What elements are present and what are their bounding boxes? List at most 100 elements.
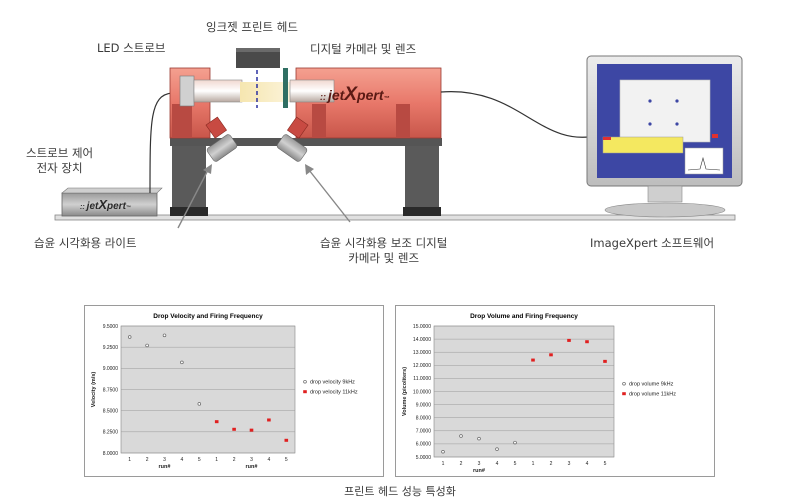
x-tick-label: 5 [198,457,201,463]
y-tick-label: 8.2500 [103,430,119,436]
data-point [145,343,149,348]
logo-prefix: :: [80,204,85,211]
y-tick-label: 7.0000 [416,429,432,435]
chart-drop-velocity: Drop Velocity and Firing Frequency 9.5000… [84,305,384,477]
y-tick-label: 8.7500 [103,387,119,393]
x-tick-label: 2 [550,461,553,467]
label-aux-camera-line2: 카메라 및 렌즈 [348,251,420,265]
jetxpert-logo-box: :: jet X pert ™ [80,197,131,212]
y-tick-label: 9.5000 [103,324,119,330]
y-tick-label: 9.0000 [103,366,119,372]
data-point [249,428,254,432]
logo-part2: X [344,84,358,105]
y-tick-label: 15.0000 [413,324,431,330]
label-strobe-control-line1: 스트로브 제어 [26,146,94,160]
figure-caption: 프린트 헤드 성능 특성화 [344,485,456,498]
y-axis-label: Volume (picoliters) [402,367,408,416]
strobe-cable [149,92,173,194]
legend-label: drop velocity 11kHz [310,390,358,396]
data-point [267,418,271,422]
data-point [284,438,289,442]
legend-label: drop volume 9kHz [629,382,674,388]
x-tick-label: 3 [478,461,481,467]
legend-label: drop volume 11kHz [629,392,676,398]
x-tick-label: 1 [128,457,131,463]
legend-marker [622,392,626,396]
x-axis-label: run# [473,468,485,474]
y-tick-label: 10.0000 [413,389,431,395]
logo-prefix: :: [320,92,326,102]
logo-part1: jet [328,87,345,103]
data-point [585,340,589,344]
x-tick-label: 3 [568,461,571,467]
data-point [459,434,463,438]
jetxpert-logo-camera: :: jet X pert ™ [320,84,389,106]
x-tick-label: 2 [146,457,149,463]
x-tick-label: 4 [181,457,184,463]
x-tick-label: 2 [233,457,236,463]
data-point [549,353,553,357]
data-point [162,333,167,338]
data-point [531,358,535,362]
apparatus-diagram [54,48,743,229]
data-point [180,360,184,365]
chart-drop-velocity-svg: Drop Velocity and Firing Frequency 9.5000… [91,313,358,470]
data-point [495,447,499,451]
label-led-strobe: LED 스트로브 [97,41,166,55]
x-axis-label: run# [246,464,258,470]
y-tick-label: 9.0000 [416,402,432,408]
x-axis-label: run# [159,464,171,470]
data-point [197,402,202,406]
x-tick-label: 5 [604,461,607,467]
data-point [603,359,607,363]
logo-tm: ™ [125,205,131,211]
logo-part2: X [98,197,108,212]
y-tick-label: 8.0000 [103,451,119,457]
label-aux-camera-line1: 습윤 시각화용 보조 디지털 [320,236,448,250]
x-tick-label: 1 [532,461,535,467]
y-tick-label: 8.0000 [416,416,432,422]
strobe-control-box [61,187,163,217]
data-point [441,450,445,454]
y-tick-label: 12.0000 [413,363,431,369]
label-wetting-light: 습윤 시각화용 라이트 [34,236,137,250]
data-point [477,436,481,441]
led-strobe-housing [169,67,243,139]
x-tick-label: 5 [514,461,517,467]
y-tick-label: 6.0000 [416,442,432,448]
y-axis-label: Velocity (m/s) [91,372,97,408]
y-tick-label: 8.5000 [103,408,119,414]
legend-label: drop velocity 9kHz [310,380,355,386]
chart-title: Drop Velocity and Firing Frequency [153,313,263,320]
x-tick-label: 4 [268,457,271,463]
x-tick-label: 4 [496,461,499,467]
digital-camera-housing [289,67,442,139]
y-tick-label: 9.2500 [103,345,119,351]
monitor [586,55,743,218]
camera-cable [440,91,601,138]
wetting-light-left [205,116,238,162]
data-point [232,427,236,431]
data-point [214,420,219,424]
label-digital-camera: 디지털 카메라 및 렌즈 [310,42,417,56]
logo-tm: ™ [383,96,390,102]
camera-window [283,68,288,108]
label-software: ImageXpert 소프트웨어 [590,236,715,250]
logo-part1: jet [86,201,99,212]
y-tick-label: 5.0000 [416,455,432,461]
legend-marker [622,381,626,386]
inkjet-head [236,48,280,68]
chart-drop-volume-svg: Drop Volume and Firing Frequency15.00001… [402,313,676,474]
logo-part3: pert [357,87,384,103]
label-inkjet-head: 잉크젯 프린트 헤드 [206,20,298,34]
y-tick-label: 11.0000 [413,376,431,382]
x-tick-label: 3 [250,457,253,463]
label-strobe-control-line2: 전자 장치 [36,161,83,175]
data-point [567,338,571,342]
data-point [513,440,517,445]
wetting-camera-right [276,116,309,162]
x-tick-label: 2 [460,461,463,467]
x-tick-label: 1 [442,461,445,467]
legend-marker [303,379,307,384]
